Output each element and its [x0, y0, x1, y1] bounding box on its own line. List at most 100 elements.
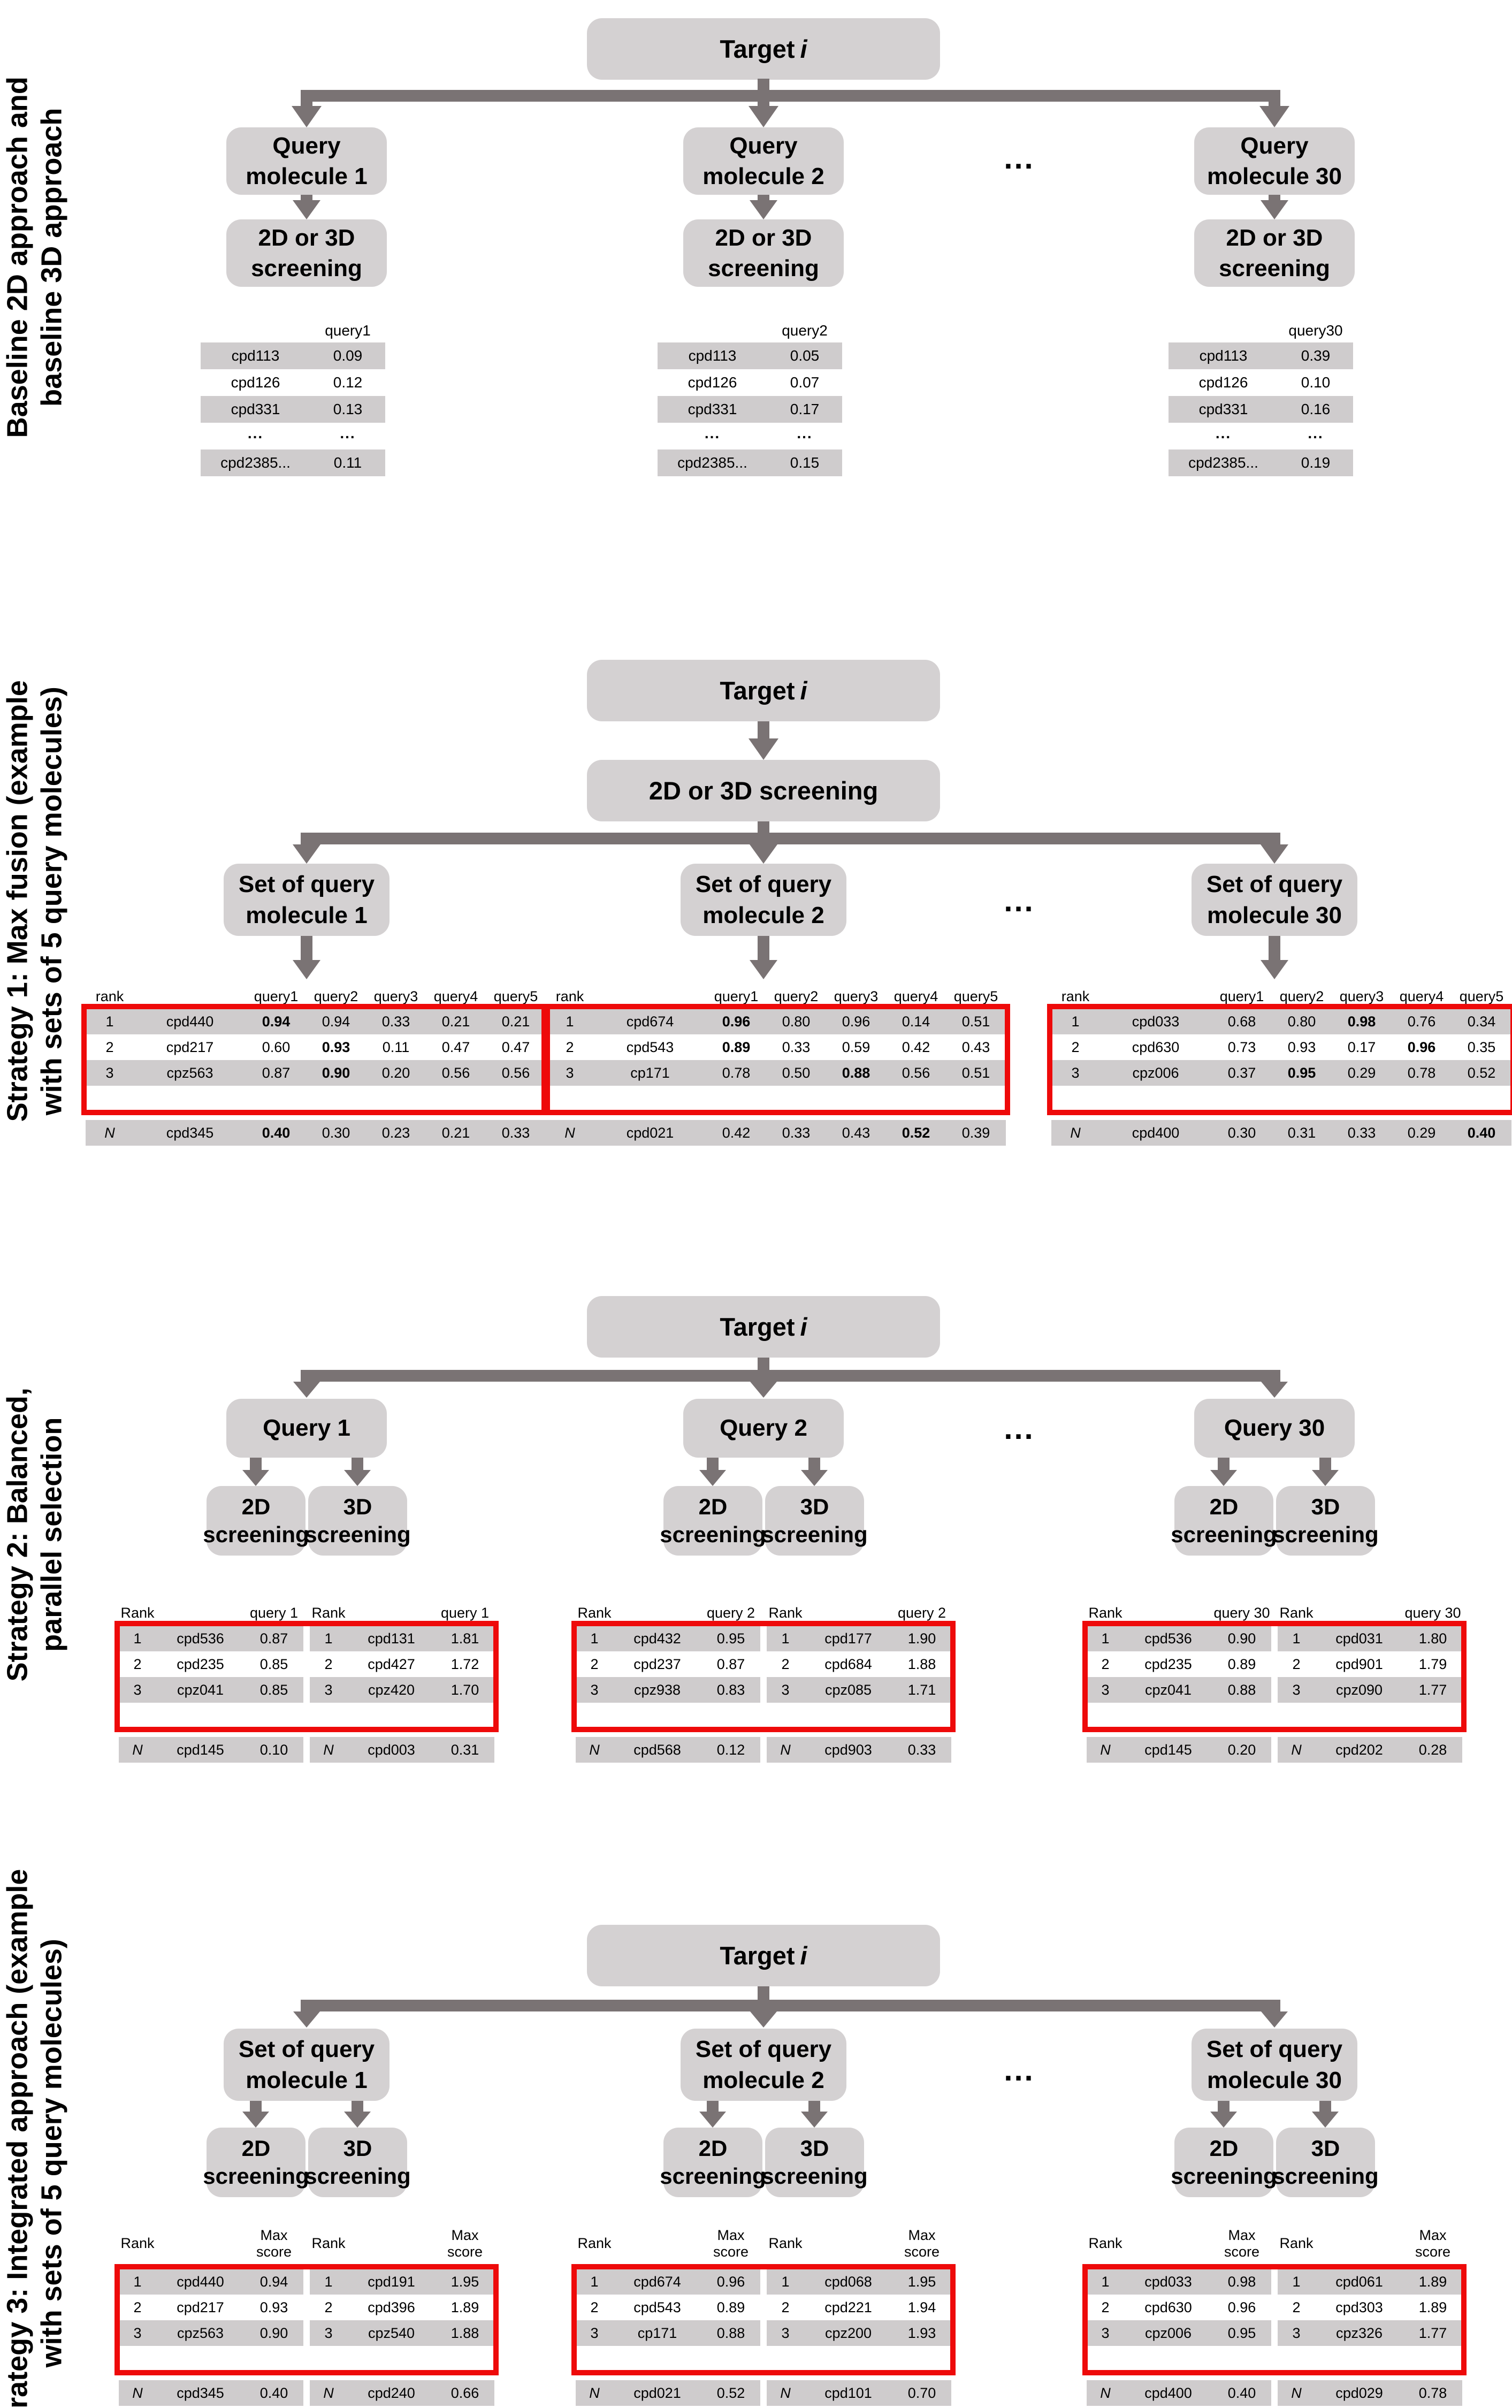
table-cell: N [589, 2385, 600, 2401]
table-cell: 1.79 [1418, 1656, 1447, 1672]
target-index: i [800, 1313, 807, 1341]
column-header: query3 [1339, 988, 1384, 1004]
table-cell: cpd237 [633, 1656, 681, 1672]
table-cell: cpz563 [166, 1065, 213, 1081]
column-header: query 2 [706, 1605, 755, 1621]
table-cell: 0.56 [441, 1065, 470, 1081]
table-cell: 0.23 [381, 1125, 410, 1141]
connector-bar [301, 90, 1280, 102]
table-cell: 0.12 [333, 374, 363, 391]
table-cell: cpd432 [633, 1630, 681, 1647]
table-cell: 0.29 [1347, 1065, 1376, 1081]
selection-red-box [571, 1621, 956, 1732]
table-cell: cpd543 [633, 2299, 681, 2315]
table-cell: 2 [1071, 1039, 1080, 1055]
table-cell: 2 [133, 2299, 142, 2315]
table-cell: 0.30 [1227, 1125, 1256, 1141]
box-line: Query [729, 132, 798, 159]
table-cell: cpd217 [177, 2299, 224, 2315]
box-line: Query 30 [1224, 1415, 1325, 1441]
connector-stub [707, 2101, 719, 2112]
table-cell: 2 [1101, 1656, 1110, 1672]
set-of-query-box: Set of query molecule 1 [224, 864, 390, 936]
table-cell: cpd031 [1335, 1630, 1383, 1647]
table-cell: 1.89 [450, 2299, 479, 2315]
column-header: query3 [834, 988, 879, 1004]
column-header [347, 2218, 436, 2269]
table-cell: 1.72 [450, 1656, 479, 1672]
table-cell: 0.98 [1347, 1014, 1376, 1030]
down-arrow-icon [242, 2112, 269, 2128]
table-cell: 0.96 [716, 2274, 745, 2290]
down-arrow-icon [699, 1470, 726, 1486]
table-cell: cpd396 [368, 2299, 415, 2315]
down-arrow-icon [801, 1470, 828, 1486]
box-line: 2D [1209, 1493, 1239, 1519]
target-index: i [800, 35, 807, 63]
table-cell: cpd145 [177, 1742, 224, 1758]
table-cell: 0.56 [902, 1065, 930, 1081]
table-cell: 0.96 [722, 1014, 751, 1030]
table-cell: cpd061 [1335, 2274, 1383, 2290]
box-line: screening [708, 255, 819, 281]
table-cell: ... [704, 425, 721, 441]
screening-2d-box: 2D screening [660, 2128, 766, 2197]
table-cell: cpd113 [231, 347, 280, 364]
table-cell: 2 [1292, 2299, 1301, 2315]
table-cell: 0.17 [1347, 1039, 1376, 1055]
table-cell: 0.40 [262, 1125, 291, 1141]
table-cell: cpd903 [824, 1742, 872, 1758]
table-cell: 0.30 [322, 1125, 350, 1141]
connector-stub [1319, 2101, 1331, 2112]
table-cell: 0.07 [790, 374, 820, 391]
table-cell: 2 [590, 2299, 599, 2315]
column-header: query 30 [1213, 1605, 1270, 1621]
down-arrow-icon [699, 2112, 726, 2128]
ellipsis: ... [1004, 883, 1035, 918]
table-cell: ... [797, 425, 813, 441]
table-cell: 1 [133, 2274, 142, 2290]
section-label-line: Strategy 3: Integrated approach (example [1, 1869, 34, 2408]
table-row: ...... [201, 423, 385, 449]
table-cell: cpd536 [1144, 1630, 1192, 1647]
column-header [1315, 2218, 1403, 2269]
down-arrow-icon [293, 960, 320, 979]
connector-bar [301, 2000, 1280, 2011]
column-header: query5 [493, 988, 538, 1004]
table-cell: N [132, 1742, 143, 1758]
table-cell: 2 [1101, 2299, 1110, 2315]
table-cell: 0.90 [322, 1065, 350, 1081]
box-line: 2D or 3D [258, 224, 355, 251]
query-molecule-box: Query molecule 2 [683, 127, 844, 195]
column-header: Rank [311, 1605, 346, 1621]
table-cell: 1.80 [1418, 1630, 1447, 1647]
connector-bar [301, 1370, 1280, 1382]
table-row: ...... [1169, 423, 1353, 449]
query-box: Query 2 [683, 1399, 844, 1458]
ellipsis: ... [1004, 1411, 1035, 1446]
table-cell: 1 [781, 2274, 790, 2290]
column-header [804, 2218, 892, 2269]
down-arrow-icon [801, 2112, 828, 2128]
table-cell: 0.85 [259, 1656, 288, 1672]
box-line: screening [1171, 2163, 1277, 2189]
table-cell: 0.20 [1227, 1742, 1256, 1758]
table-cell: 0.33 [1347, 1125, 1376, 1141]
down-arrow-icon [749, 738, 778, 760]
selection-red-box [541, 1004, 1010, 1115]
column-header: query4 [894, 988, 938, 1004]
